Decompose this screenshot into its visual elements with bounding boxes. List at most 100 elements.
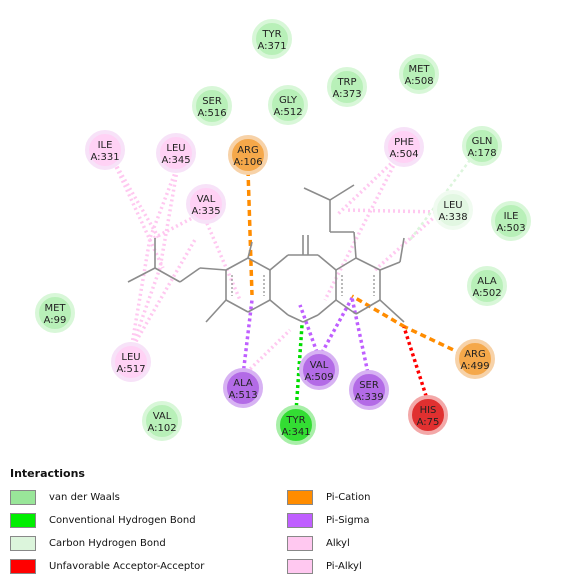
residue-circle xyxy=(327,67,367,107)
ligand-structure xyxy=(127,184,405,323)
interaction-line xyxy=(129,237,198,351)
residue-circle xyxy=(276,405,316,445)
interaction-lines xyxy=(110,155,471,413)
residue-name: MET xyxy=(408,64,430,75)
residue-number: A:99 xyxy=(44,315,67,326)
ligand-bond xyxy=(379,261,401,271)
interaction-line xyxy=(129,237,152,351)
residue-circle xyxy=(408,395,448,435)
interaction-line xyxy=(402,326,430,403)
residue-number: A:517 xyxy=(116,364,145,375)
ligand-bond xyxy=(335,257,357,271)
ligand-bond xyxy=(205,299,227,323)
residue-name: TYR xyxy=(285,415,305,426)
residue-name: ARG xyxy=(237,145,259,156)
ligand-bond xyxy=(127,267,156,283)
ligand-bond xyxy=(225,299,249,313)
interaction-line xyxy=(241,328,292,378)
residue-number: A:341 xyxy=(281,427,310,438)
residue-number: A:513 xyxy=(228,390,257,401)
residue-name: LEU xyxy=(443,200,462,211)
ligand-bond xyxy=(269,299,289,316)
residue-name: HIS xyxy=(420,405,437,416)
interaction-line xyxy=(344,208,441,214)
residue-circle xyxy=(111,342,151,382)
residue-circle xyxy=(467,266,507,306)
legend-label: van der Waals xyxy=(49,491,120,503)
residue-name: ILE xyxy=(504,211,519,222)
interaction-line xyxy=(110,157,162,241)
ligand-bond xyxy=(355,299,381,315)
ligand-bond xyxy=(303,187,331,201)
residue-name: ALA xyxy=(233,378,253,389)
interaction-line xyxy=(246,169,254,296)
legend-swatch xyxy=(287,512,313,528)
interaction-line xyxy=(294,324,304,413)
residue-circle xyxy=(142,401,182,441)
interaction-diagram: TYRA:371META:508TRPA:373SERA:516GLYA:512… xyxy=(35,19,531,445)
legend-item: Conventional Hydrogen Bond xyxy=(10,511,196,529)
residue-number: A:339 xyxy=(354,392,383,403)
residue-number: A:178 xyxy=(467,148,496,159)
legend-swatch xyxy=(287,558,313,574)
interaction-line xyxy=(129,267,162,351)
residue-number: A:516 xyxy=(197,108,226,119)
residue-name: LEU xyxy=(166,143,185,154)
ligand-bond xyxy=(154,267,181,283)
legend-item: Carbon Hydrogen Bond xyxy=(10,534,166,552)
ligand-bond xyxy=(355,257,381,271)
legend-label: Carbon Hydrogen Bond xyxy=(49,537,166,549)
residue-circle xyxy=(252,19,292,59)
legend-label: Unfavorable Acceptor-Acceptor xyxy=(49,560,205,572)
residue-name: TYR xyxy=(261,29,281,40)
legend-item: Pi-Sigma xyxy=(287,511,370,529)
residue-circle xyxy=(228,135,268,175)
residue-name: GLY xyxy=(279,95,298,106)
residue-circle xyxy=(462,126,502,166)
ligand-bond xyxy=(199,267,227,271)
interaction-line xyxy=(336,155,400,216)
residue-circle xyxy=(85,130,125,170)
legend-swatch xyxy=(10,558,36,574)
residue-number: A:502 xyxy=(472,288,501,299)
residue-number: A:102 xyxy=(147,423,176,434)
ligand-bond xyxy=(247,299,271,313)
residue-name: MET xyxy=(44,303,66,314)
legend-label: Pi-Cation xyxy=(326,491,371,503)
ligand-bond xyxy=(302,314,319,323)
interaction-line xyxy=(241,299,254,376)
interaction-line xyxy=(351,294,406,329)
residue-name: GLN xyxy=(472,136,493,147)
legend-swatch xyxy=(10,489,36,505)
residue-number: A:75 xyxy=(417,417,440,428)
residue-number: A:331 xyxy=(90,152,119,163)
ligand-bond xyxy=(329,184,355,201)
residue-circle xyxy=(192,86,232,126)
interaction-line xyxy=(148,164,180,239)
legend-swatch xyxy=(10,512,36,528)
ligand-bond xyxy=(317,299,337,316)
legend-swatch xyxy=(10,535,36,551)
legend-item: van der Waals xyxy=(10,488,120,506)
residue-number: A:504 xyxy=(389,149,418,160)
residue-number: A:335 xyxy=(191,206,220,217)
legend-item: Unfavorable Acceptor-Acceptor xyxy=(10,557,204,575)
